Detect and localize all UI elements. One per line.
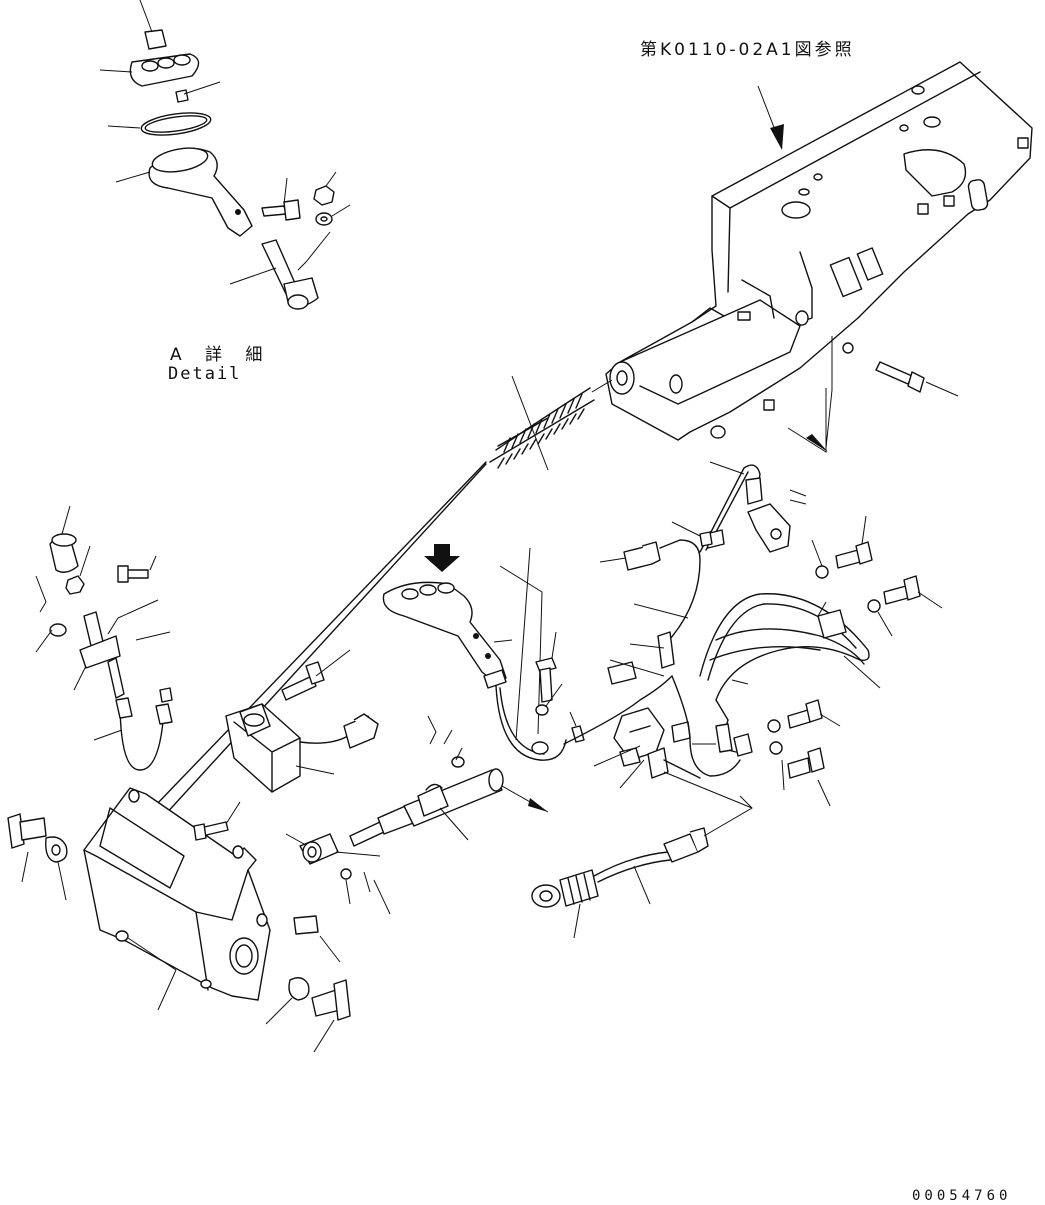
left-lever-components (35, 505, 173, 771)
base-bracket (7, 787, 351, 1053)
drawing-number: 00054760 (912, 1188, 1012, 1204)
sensor-assembly (531, 771, 753, 939)
detail-a-assembly (99, 0, 351, 310)
spring-assembly (129, 375, 613, 841)
detail-label-en: Detail (168, 364, 242, 384)
right-fasteners (671, 515, 943, 807)
switch-box (225, 649, 379, 793)
wire-harness (563, 461, 881, 789)
rod-assembly (285, 715, 549, 915)
joystick-grip (382, 544, 585, 761)
frame-bracket (605, 61, 1033, 453)
reference-note: 第K0110-02A1図参照 (640, 40, 855, 60)
detail-label-ja: A 詳 細 (170, 345, 272, 365)
